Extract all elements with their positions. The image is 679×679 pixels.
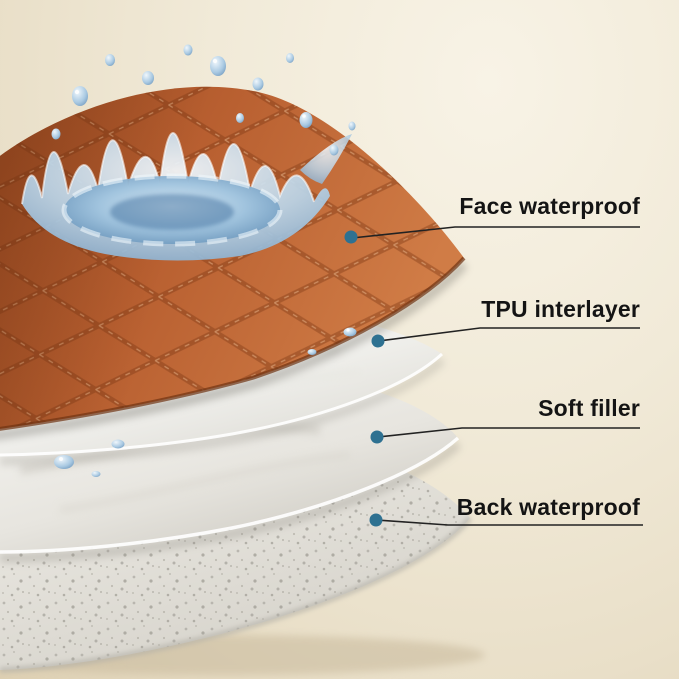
callout-label-soft-filler: Soft filler bbox=[538, 395, 640, 421]
callouts bbox=[344, 226, 643, 527]
water-splash bbox=[21, 132, 352, 261]
callout-dot-tpu-interlayer bbox=[371, 334, 385, 348]
surface-droplets bbox=[54, 327, 357, 477]
callout-dot-soft-filler bbox=[370, 430, 384, 444]
callout-dot-face-waterproof bbox=[344, 230, 358, 244]
callout-label-face-waterproof: Face waterproof bbox=[459, 193, 640, 219]
callout-line-tpu-interlayer bbox=[378, 327, 640, 342]
callout-label-back-waterproof: Back waterproof bbox=[456, 494, 640, 520]
callout-line-soft-filler bbox=[377, 427, 640, 438]
callout-line-face-waterproof bbox=[351, 226, 640, 239]
callout-label-tpu-interlayer: TPU interlayer bbox=[481, 296, 640, 322]
callout-dot-back-waterproof bbox=[369, 513, 383, 527]
water-droplets bbox=[51, 44, 356, 156]
callout-line-back-waterproof bbox=[376, 519, 643, 526]
